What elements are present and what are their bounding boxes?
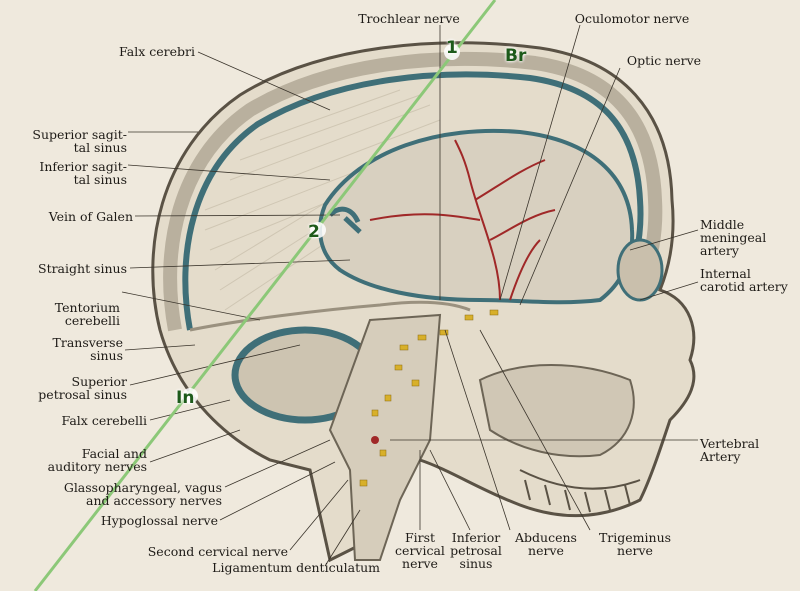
label-trochlear-nerve: Trochlear nerve — [358, 11, 460, 26]
label-falx-cerebelli: Falx cerebelli — [61, 413, 147, 428]
marker-br: Br — [505, 46, 527, 66]
vertebral-artery-mark — [371, 436, 379, 444]
label-inferior-sagittal-sinus: Inferior sagit-tal sinus — [39, 159, 127, 187]
marker-2: 2 — [308, 222, 320, 242]
label-oculomotor-nerve: Oculomotor nerve — [574, 11, 690, 26]
inferior-sagittal-sinus — [318, 128, 635, 305]
vein-of-galen — [328, 206, 362, 234]
marker-1: 1 — [446, 38, 458, 58]
jaw-teeth — [519, 469, 641, 513]
orbit — [616, 238, 664, 302]
middle-meningeal-artery — [369, 139, 556, 301]
label-falx-cerebri: Falx cerebri — [118, 44, 195, 59]
brainstem-canal — [328, 313, 442, 561]
overlay-points — [182, 44, 460, 404]
tentorium-cerebelli — [189, 300, 471, 332]
falx-cerebri — [204, 89, 456, 311]
label-optic-nerve: Optic nerve — [626, 53, 702, 68]
label-second-cervical-nerve: Second cervical nerve — [147, 544, 288, 559]
label-vein-of-galen: Vein of Galen — [48, 209, 133, 224]
superior-sagittal-sinus — [182, 71, 644, 331]
overlay-line — [33, 0, 497, 591]
leader-lines — [121, 24, 699, 567]
cranial-nerves — [359, 309, 499, 487]
label-ligamentum-denticulatum: Ligamentum denticulatum — [212, 560, 380, 575]
label-superior-sagittal-sinus: Superior sagit-tal sinus — [32, 127, 127, 155]
skull-bone-layer — [163, 51, 663, 332]
marker-in: In — [176, 388, 195, 408]
maxilla-cavity — [478, 364, 635, 458]
label-hypoglossal-nerve: Hypoglossal nerve — [100, 513, 218, 528]
label-straight-sinus: Straight sinus — [38, 261, 127, 276]
